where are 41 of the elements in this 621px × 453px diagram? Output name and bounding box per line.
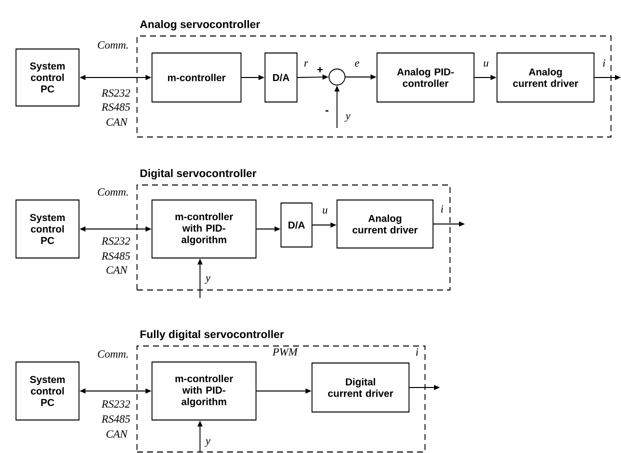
sign-label: + [317,66,323,72]
edge-label: y [204,439,210,447]
edge-label: i [603,59,606,67]
edge-label: r [304,61,308,67]
node-label: Fully digital servocontroller [140,330,284,340]
block-box: m-controller [152,52,242,102]
edge-label: e [354,61,360,67]
protocol-label: RS485 [102,415,130,423]
protocol-label: RS232 [102,89,130,97]
protocol-label: CAN [106,266,128,274]
protocol-label: RS232 [102,237,130,245]
block-box: m-controller with PID-algorithm [152,362,256,420]
edge-label: Comm. [98,188,128,196]
protocol-label: RS485 [102,252,130,260]
edge-label: u [322,208,328,214]
edge-label: y [204,276,210,284]
block-box: Analog PID-controller [376,52,474,102]
edge-label: Comm. [98,350,128,358]
block-box: m-controller with PID-algorithm [152,200,256,258]
protocol-label: RS485 [102,103,130,111]
node-label: Digital servocontroller [140,169,256,180]
protocol-label: RS232 [102,400,130,408]
edge-label: i [441,205,444,213]
edge-label: PWM [272,348,298,356]
block-box: Analog current driver [496,52,594,102]
block-box: Digital current driver [312,362,410,412]
protocol-label: CAN [106,430,128,438]
edge-label: i [416,348,418,356]
summing-junction [328,68,346,86]
edge-label: Comm. [98,41,128,49]
block-box: D/A [264,52,298,102]
edge-label: u [484,61,488,67]
sign-label: - [326,110,328,112]
block-box: System control PC [16,48,80,106]
block-box: System control PC [16,362,80,420]
protocol-label: CAN [106,118,128,126]
block-box: System control PC [16,200,80,258]
edge-label: y [344,114,350,122]
node-label: Analog servocontroller [140,20,260,30]
block-box: Analog current driver [336,200,434,248]
block-box: D/A [280,202,312,248]
